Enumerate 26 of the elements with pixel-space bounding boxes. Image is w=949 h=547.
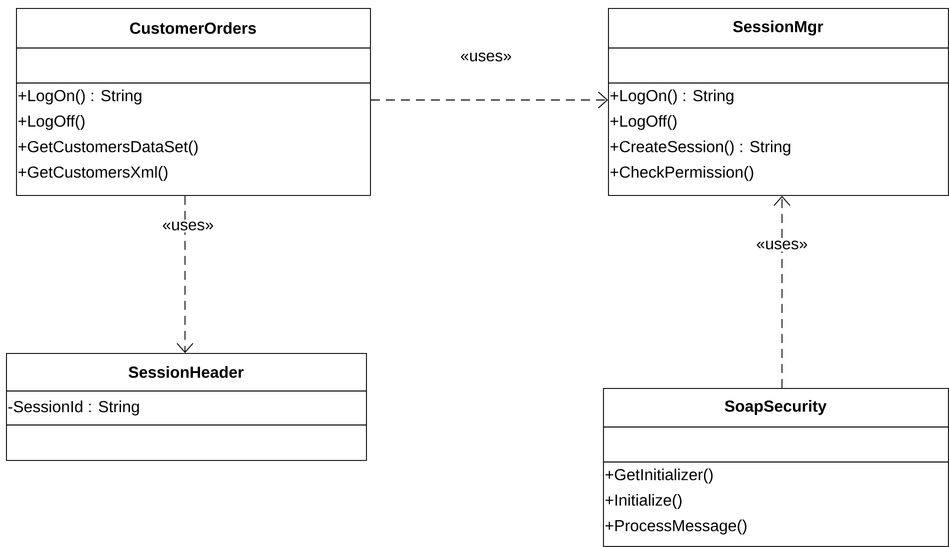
edge-label: «uses» [162,222,214,230]
class-box [6,353,367,461]
edge-label: «uses» [756,240,808,250]
class-name: SessionMgr [733,20,824,36]
method-text: +GetCustomersDataSet() [18,140,198,156]
dependency-arrow [774,196,790,388]
class-name: SessionHeader [128,366,244,378]
class-box [602,388,949,547]
edge-label: «uses» [460,52,512,62]
class-name: SoapSecurity [724,400,827,415]
method-text: +CreateSession() : String [610,140,790,156]
class-name: CustomerOrders [130,22,256,34]
class-box [608,8,949,196]
method-text: +LogOn() : String [18,90,142,104]
method-text: +GetInitializer() [606,468,713,484]
method-text: +LogOff() [18,115,84,130]
dependency-arrow [176,195,194,353]
method-text: +LogOff() [610,115,676,130]
class-box [16,8,371,196]
method-text: +ProcessMessage() [606,520,746,534]
attribute-text: -SessionId : String [8,400,139,416]
method-text: +CheckPermission() [610,166,754,181]
method-text: +Initialize() [606,494,682,509]
dependency-arrow [370,92,608,108]
method-text: +GetCustomersXml() [18,166,168,181]
method-text: +LogOn() : String [610,90,734,104]
